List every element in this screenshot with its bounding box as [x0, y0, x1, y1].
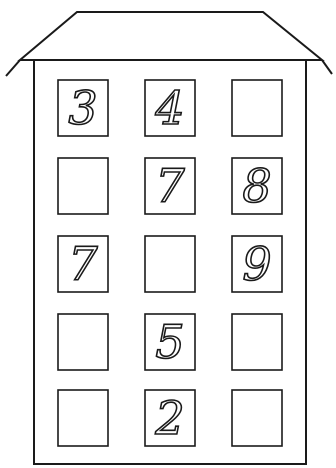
window-r2-c1 — [58, 158, 108, 214]
window-number-r2-c2: 7 — [155, 159, 185, 213]
window-number-r5-c2: 2 — [154, 391, 184, 445]
windows-grid: 3 4 7 8 7 9 5 2 — [58, 80, 282, 446]
window-number-r1-c1: 3 — [68, 81, 97, 135]
window-r4-c1 — [58, 314, 108, 370]
roof-right-eave — [322, 60, 332, 74]
window-number-r2-c3: 8 — [242, 159, 271, 213]
window-r3-c2 — [145, 236, 195, 292]
roof-left-eave — [6, 60, 20, 76]
window-number-r1-c2: 4 — [154, 81, 184, 135]
window-number-r4-c2: 5 — [155, 315, 184, 369]
window-number-r3-c1: 7 — [68, 237, 98, 291]
window-number-r3-c3: 9 — [242, 237, 271, 291]
window-r5-c3 — [232, 390, 282, 446]
house-roof — [6, 12, 332, 76]
window-r5-c1 — [58, 390, 108, 446]
roof-outline — [20, 12, 322, 60]
window-r4-c3 — [232, 314, 282, 370]
window-r1-c3 — [232, 80, 282, 136]
